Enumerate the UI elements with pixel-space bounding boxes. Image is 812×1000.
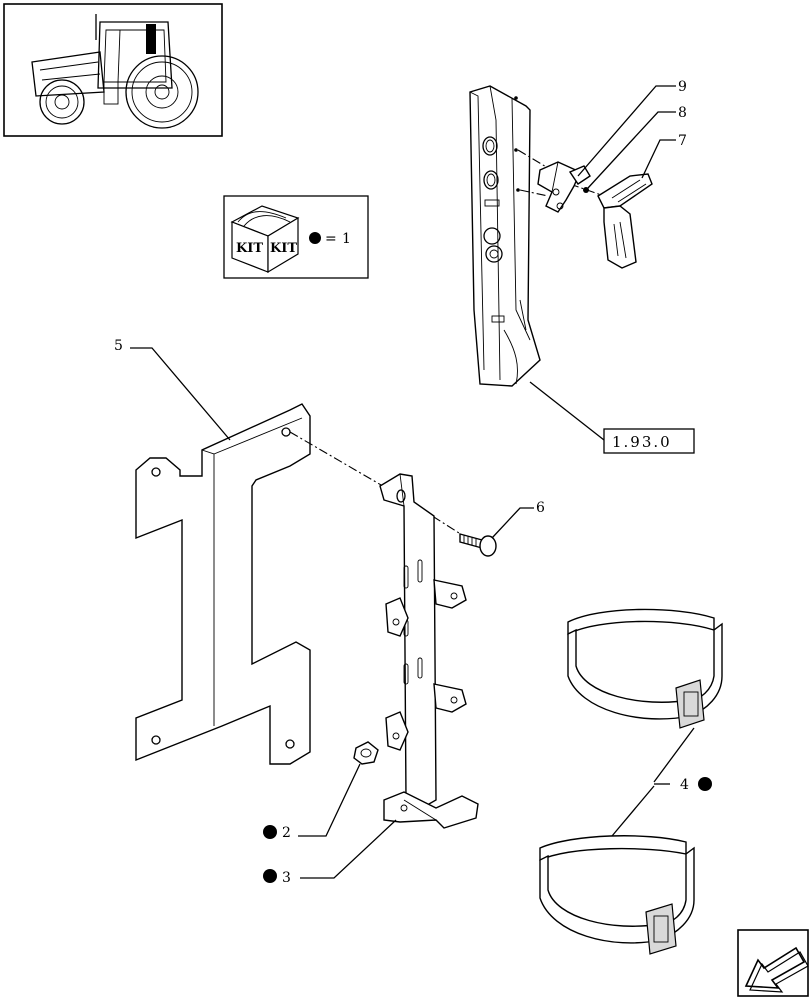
leader-4a bbox=[653, 727, 695, 783]
cab-pillar bbox=[469, 85, 541, 387]
previous-page-button[interactable] bbox=[737, 929, 809, 997]
previous-page-arrow-icon bbox=[744, 946, 809, 993]
callout-2: 2 bbox=[282, 825, 291, 841]
leader-8 bbox=[587, 111, 676, 189]
callout-9: 9 bbox=[678, 79, 687, 95]
part-2-nut bbox=[353, 741, 379, 765]
callout-3: 3 bbox=[282, 870, 291, 886]
leader-9 bbox=[577, 85, 676, 177]
part-4-strap-lower bbox=[539, 835, 695, 955]
reference-box: 1.93.0 bbox=[603, 428, 695, 454]
part-5-mounting-plate bbox=[135, 403, 311, 765]
kit-marker-3 bbox=[263, 869, 277, 883]
leader-6 bbox=[491, 507, 534, 539]
leader-7 bbox=[641, 139, 676, 179]
kit-marker-4 bbox=[698, 777, 712, 791]
kit-label-right: KIT bbox=[270, 241, 297, 256]
kit-legend: KIT KIT = 1 bbox=[223, 195, 369, 279]
part-9-hook-bracket bbox=[537, 161, 591, 213]
callout-5: 5 bbox=[114, 338, 123, 354]
kit-marker-2 bbox=[263, 825, 277, 839]
callout-8: 8 bbox=[678, 105, 687, 121]
kit-box-icon: KIT KIT bbox=[230, 205, 300, 274]
kit-label-left: KIT bbox=[236, 241, 263, 256]
part-4-strap-upper bbox=[567, 608, 723, 729]
leader-2 bbox=[298, 763, 361, 837]
leader-3 bbox=[300, 819, 397, 879]
leader-reference bbox=[529, 381, 605, 441]
leader-4b bbox=[611, 785, 655, 837]
callout-7: 7 bbox=[678, 133, 687, 149]
kit-marker-dot bbox=[309, 232, 321, 244]
tractor-thumbnail-icon bbox=[31, 14, 199, 129]
callout-6: 6 bbox=[536, 500, 545, 516]
part-6-bolt bbox=[459, 533, 497, 557]
part-7-handle bbox=[597, 173, 653, 269]
reference-box-label: 1.93.0 bbox=[612, 433, 672, 451]
callout-4: 4 bbox=[680, 777, 689, 793]
tractor-thumbnail bbox=[3, 3, 223, 137]
kit-equals-sign: = bbox=[325, 231, 337, 247]
part-8-screw bbox=[583, 187, 589, 193]
callout-1: 1 bbox=[342, 231, 351, 247]
vertical-bracket bbox=[379, 473, 479, 829]
leader-5 bbox=[130, 347, 231, 441]
